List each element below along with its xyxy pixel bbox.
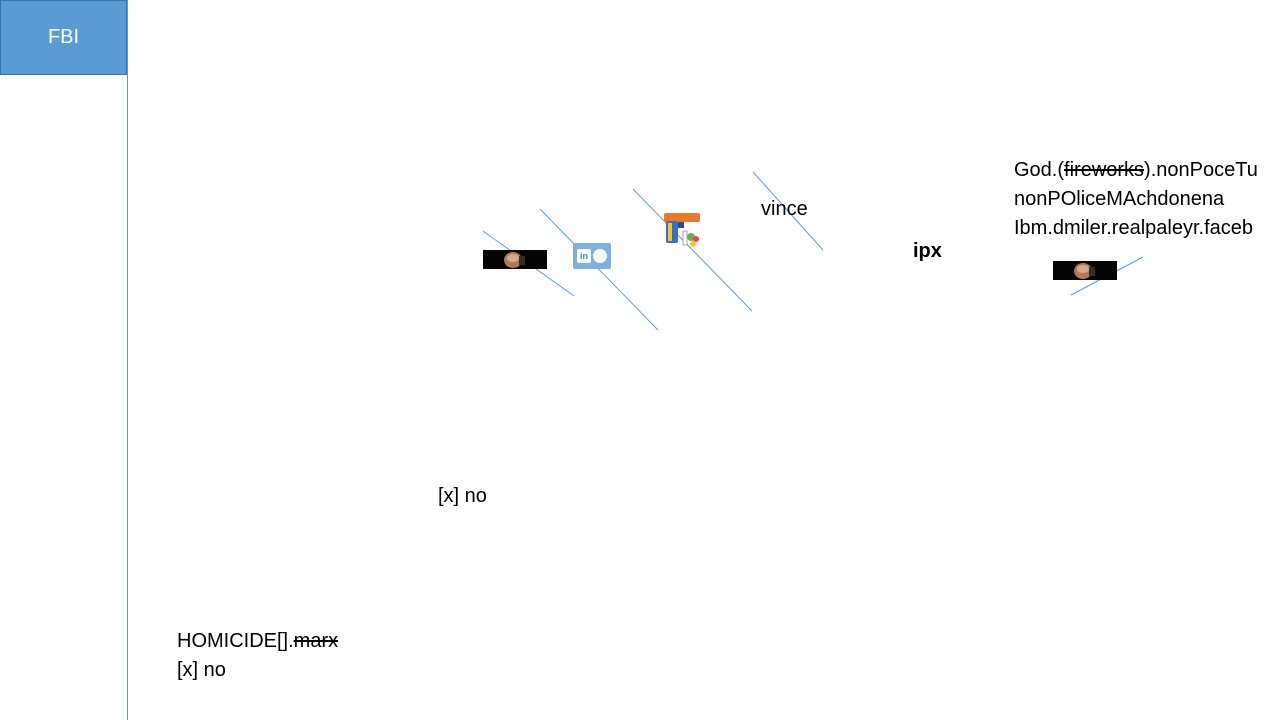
homicide-strike: marx bbox=[293, 630, 339, 652]
homicide-text-block: HOMICIDE[].marx [x] no bbox=[177, 627, 338, 685]
homicide-line: HOMICIDE[].marx bbox=[177, 627, 338, 656]
god-line-2: nonPOliceMAchdonena bbox=[1014, 188, 1225, 210]
apple-icon bbox=[593, 249, 607, 263]
face-thumbnail-image bbox=[483, 250, 547, 269]
homicide-prefix: HOMICIDE[]. bbox=[177, 630, 294, 652]
face-thumbnail-right bbox=[1053, 261, 1117, 280]
fbi-label: FBI bbox=[47, 26, 80, 48]
vertical-divider bbox=[127, 0, 128, 720]
god-line-1: God.(fireworks).nonPoceTu bbox=[1014, 156, 1258, 185]
vince-label: vince bbox=[761, 198, 808, 220]
god-line-1-suffix: ).nonPoceTu bbox=[1144, 159, 1258, 181]
x-no-label-middle: [x] no bbox=[438, 485, 487, 507]
fbi-button[interactable]: FBI bbox=[0, 0, 127, 75]
god-line-1-prefix: God.( bbox=[1014, 159, 1065, 181]
god-line-1-strike: fireworks bbox=[1064, 159, 1145, 181]
linkedin-apple-icon[interactable]: in bbox=[573, 243, 611, 269]
gun-icon bbox=[664, 213, 700, 247]
god-line-3: Ibm.dmiler.realpaleyr.faceb bbox=[1014, 217, 1254, 239]
linkedin-icon: in bbox=[577, 249, 591, 263]
face-thumbnail-image bbox=[1053, 261, 1117, 280]
ipx-label: ipx bbox=[913, 240, 942, 262]
face-thumbnail-left bbox=[483, 250, 547, 269]
x-no-label-bottom: [x] no bbox=[177, 659, 226, 681]
god-text-block: God.(fireworks).nonPoceTu nonPOliceMAchd… bbox=[1014, 156, 1258, 243]
connector-line bbox=[539, 208, 659, 331]
